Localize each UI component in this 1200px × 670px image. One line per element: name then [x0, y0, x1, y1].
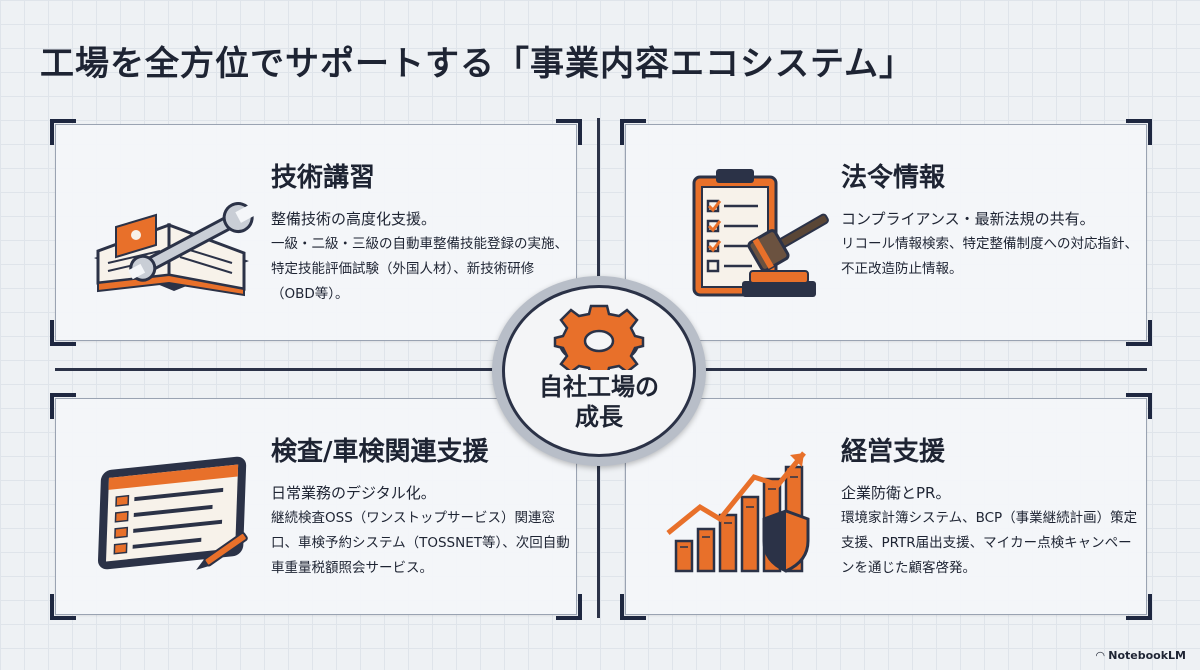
card-detail: リコール情報検索、特定整備制度への対応指針、不正改造防止情報。: [841, 236, 1138, 277]
brand-logo-icon: ◠: [1095, 649, 1109, 662]
card-title: 検査/車検関連支援: [271, 437, 489, 467]
growth-chart-shield-icon: [666, 451, 810, 573]
center-label-line1: 自社工場の: [539, 373, 659, 401]
card-detail: 環境家計簿システム、BCP（事業継続計画）策定支援、PRTR届出支援、マイカー点…: [841, 510, 1138, 576]
center-label-line2: 成長: [575, 403, 623, 431]
card-detail: 継続検査OSS（ワンストップサービス）関連窓口、車検予約システム（TOSSNET…: [271, 510, 570, 576]
card-lead: コンプライアンス・最新法規の共有。: [841, 210, 1095, 228]
card-body: 企業防衛とPR。 環境家計簿システム、BCP（事業継続計画）策定支援、PRTR届…: [841, 481, 1141, 581]
card-detail: 一級・二級・三級の自動車整備技能登録の実施、特定技能評価試験（外国人材）、新技術…: [271, 236, 568, 302]
card-title: 経営支援: [841, 437, 946, 467]
clipboard-gavel-icon: [692, 169, 829, 297]
page-title: 工場を全方位でサポートする「事業内容エコシステム」: [40, 44, 914, 84]
center-hub: 自社工場の 成長: [492, 276, 706, 466]
brand-name: NotebookLM: [1108, 649, 1186, 662]
card-body: 日常業務のデジタル化。 継続検査OSS（ワンストップサービス）関連窓口、車検予約…: [271, 481, 571, 581]
footer-brand: ◠ NotebookLM: [1096, 649, 1186, 662]
card-body: コンプライアンス・最新法規の共有。 リコール情報検索、特定整備制度への対応指針、…: [841, 207, 1141, 282]
book-wrench-icon: [94, 202, 257, 297]
card-title: 法令情報: [841, 163, 946, 193]
gear-icon: [553, 304, 645, 370]
card-lead: 企業防衛とPR。: [841, 484, 951, 502]
tablet-form-icon: [97, 456, 248, 570]
card-body: 整備技術の高度化支援。 一級・二級・三級の自動車整備技能登録の実施、特定技能評価…: [271, 207, 571, 307]
card-lead: 整備技術の高度化支援。: [271, 210, 437, 228]
card-technical-training: 技術講習 整備技術の高度化支援。 一級・二級・三級の自動車整備技能登録の実施、特…: [50, 119, 582, 346]
card-lead: 日常業務のデジタル化。: [271, 484, 436, 502]
card-inspection-support: 検査/車検関連支援 日常業務のデジタル化。 継続検査OSS（ワンストップサービス…: [50, 393, 582, 620]
card-title: 技術講習: [271, 163, 376, 193]
card-management-support: 経営支援 企業防衛とPR。 環境家計簿システム、BCP（事業継続計画）策定支援、…: [620, 393, 1152, 620]
card-legal-info: 法令情報 コンプライアンス・最新法規の共有。 リコール情報検索、特定整備制度への…: [620, 119, 1152, 346]
center-label: 自社工場の 成長: [492, 372, 706, 432]
